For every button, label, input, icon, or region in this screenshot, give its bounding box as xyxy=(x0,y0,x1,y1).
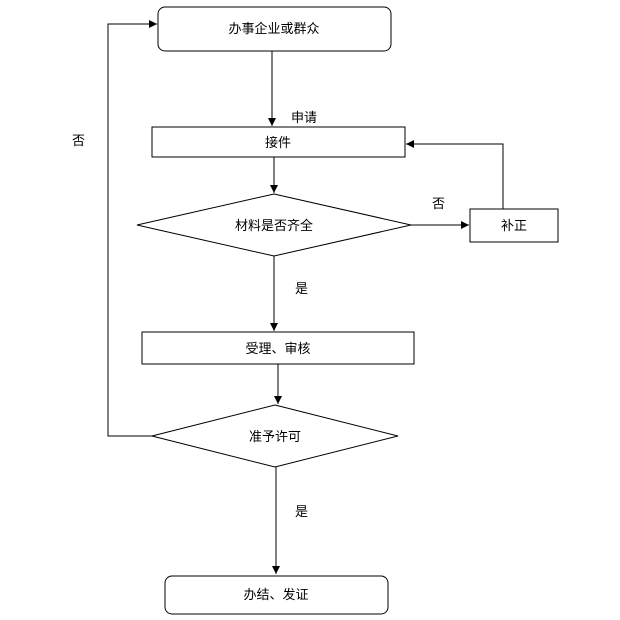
edge-apply-label: 申请 xyxy=(291,111,317,126)
node-accept-review: 受理、审核 xyxy=(141,331,415,365)
node-supplement-label: 补正 xyxy=(501,219,527,234)
edge-materials-no-label: 否 xyxy=(432,197,445,212)
node-receive: 接件 xyxy=(151,126,406,158)
node-receive-label: 接件 xyxy=(265,135,291,151)
node-materials-check: 材料是否齐全 xyxy=(136,193,412,257)
edge-permit-no xyxy=(107,20,157,437)
edge-supplement-to-receive xyxy=(406,140,504,209)
node-supplement: 补正 xyxy=(469,208,559,243)
edge-materials-yes-label: 是 xyxy=(295,282,308,297)
node-applicant: 办事企业或群众 xyxy=(157,6,392,52)
edge-permit-yes-label: 是 xyxy=(295,505,308,520)
node-materials-check-label: 材料是否齐全 xyxy=(235,218,313,234)
node-permit-decision: 准予许可 xyxy=(151,404,399,468)
node-applicant-label: 办事企业或群众 xyxy=(228,21,319,37)
node-permit-decision-label: 准予许可 xyxy=(249,430,301,445)
node-complete-label: 办结、发证 xyxy=(243,587,308,603)
edge-permit-no-label: 否 xyxy=(72,134,85,149)
node-complete: 办结、发证 xyxy=(164,575,389,615)
node-accept-review-label: 受理、审核 xyxy=(245,342,310,357)
